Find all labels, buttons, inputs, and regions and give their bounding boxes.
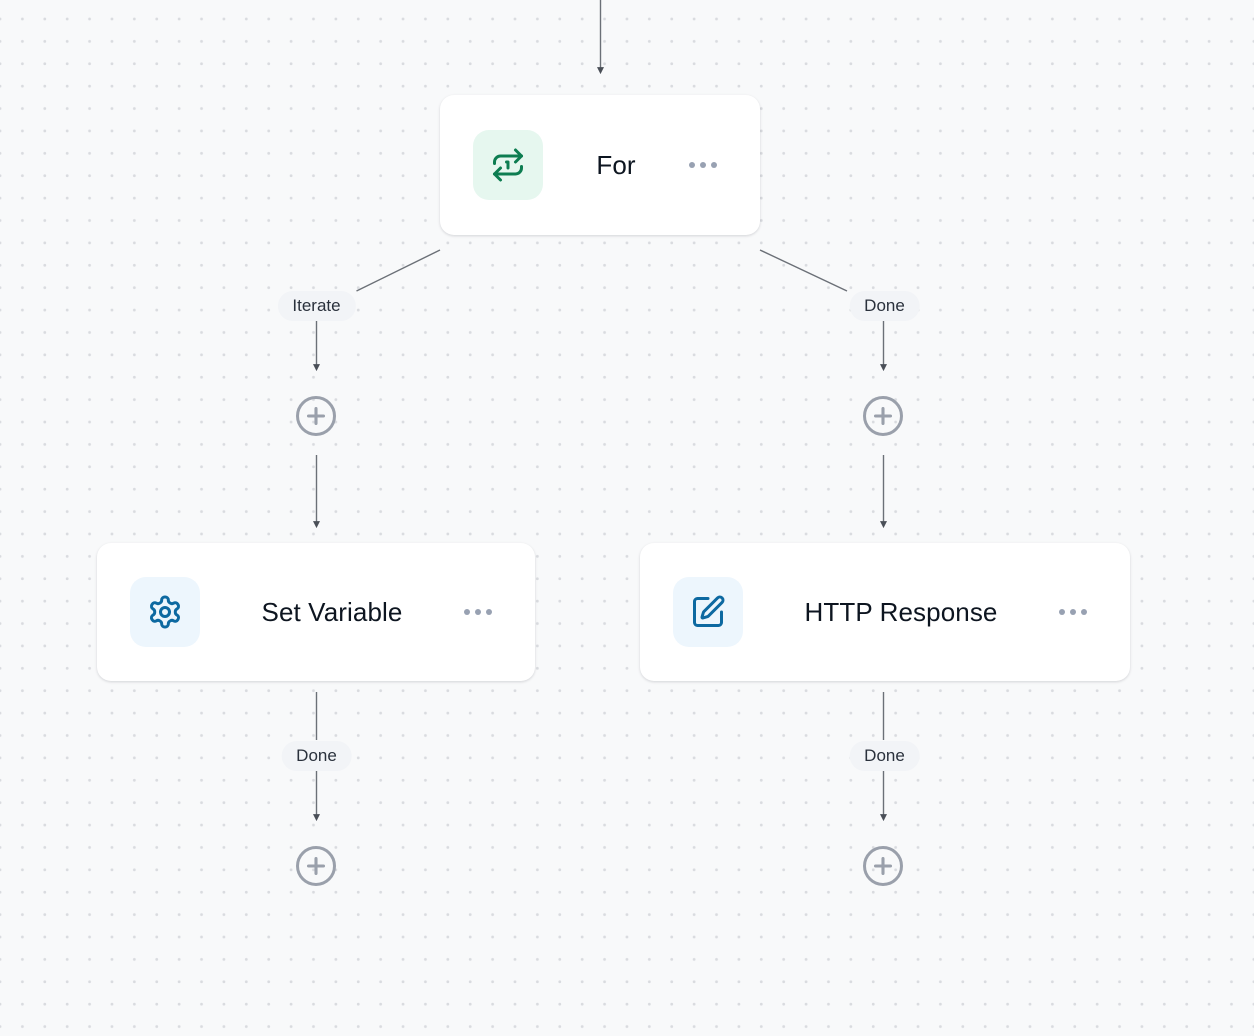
edge-for-iterate [356,249,441,292]
edge-label-iterate: Iterate [277,291,356,321]
edit-square-icon [673,577,743,647]
node-title: HTTP Response [804,596,998,627]
edge-label-done-left: Done [281,741,352,771]
node-title: Set Variable [261,596,403,627]
node-for[interactable]: For [440,95,760,235]
edge-label-done-top: Done [849,291,920,321]
circle-plus-icon[interactable] [296,396,336,436]
circle-plus-icon[interactable] [863,846,903,886]
edge-label-done-right: Done [849,741,920,771]
ellipsis-menu-icon[interactable] [464,603,492,621]
node-title: For [596,149,636,180]
node-set-variable[interactable]: Set Variable [97,543,535,681]
ellipsis-menu-icon[interactable] [1059,603,1087,621]
circle-plus-icon[interactable] [863,396,903,436]
repeat-loop-icon [473,130,543,200]
ellipsis-menu-icon[interactable] [689,156,717,174]
node-http-response[interactable]: HTTP Response [640,543,1130,681]
circle-plus-icon[interactable] [296,846,336,886]
gear-icon [130,577,200,647]
edge-for-done [759,249,848,292]
